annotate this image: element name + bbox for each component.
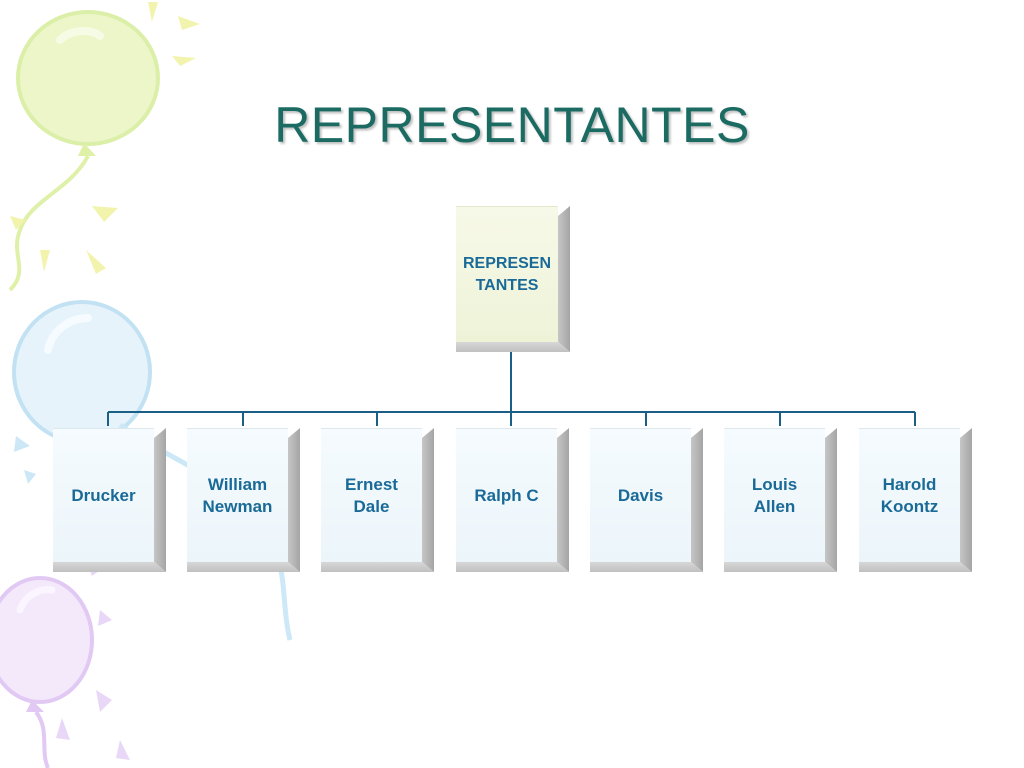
child-node-harold-koontz: Harold Koontz: [859, 428, 972, 572]
child-node-label: Davis: [617, 485, 664, 505]
root-node-label: REPRESEN TANTES: [462, 254, 552, 294]
root-node-face: REPRESEN TANTES: [456, 206, 558, 342]
child-node-label: Drucker: [71, 485, 136, 505]
child-node-drucker: Drucker: [53, 428, 166, 572]
child-node-william-newman: William Newman: [187, 428, 300, 572]
child-node-davis: Davis: [590, 428, 703, 572]
child-node-label: Ralph C: [474, 485, 539, 505]
child-node-label: Harold Koontz: [880, 474, 939, 516]
child-node-label: Louis Allen: [751, 474, 798, 516]
child-node-ernest-dale: Ernest Dale: [321, 428, 434, 572]
child-node-label: Ernest Dale: [345, 474, 398, 516]
child-node-ralph-c: Ralph C: [456, 428, 569, 572]
child-node-label: William Newman: [202, 474, 273, 516]
root-node: REPRESEN TANTES: [456, 206, 570, 352]
purple-balloon-icon: [0, 576, 94, 768]
slide-title: REPRESENTANTES: [274, 97, 750, 153]
child-node-louis-allen: Louis Allen: [724, 428, 837, 572]
